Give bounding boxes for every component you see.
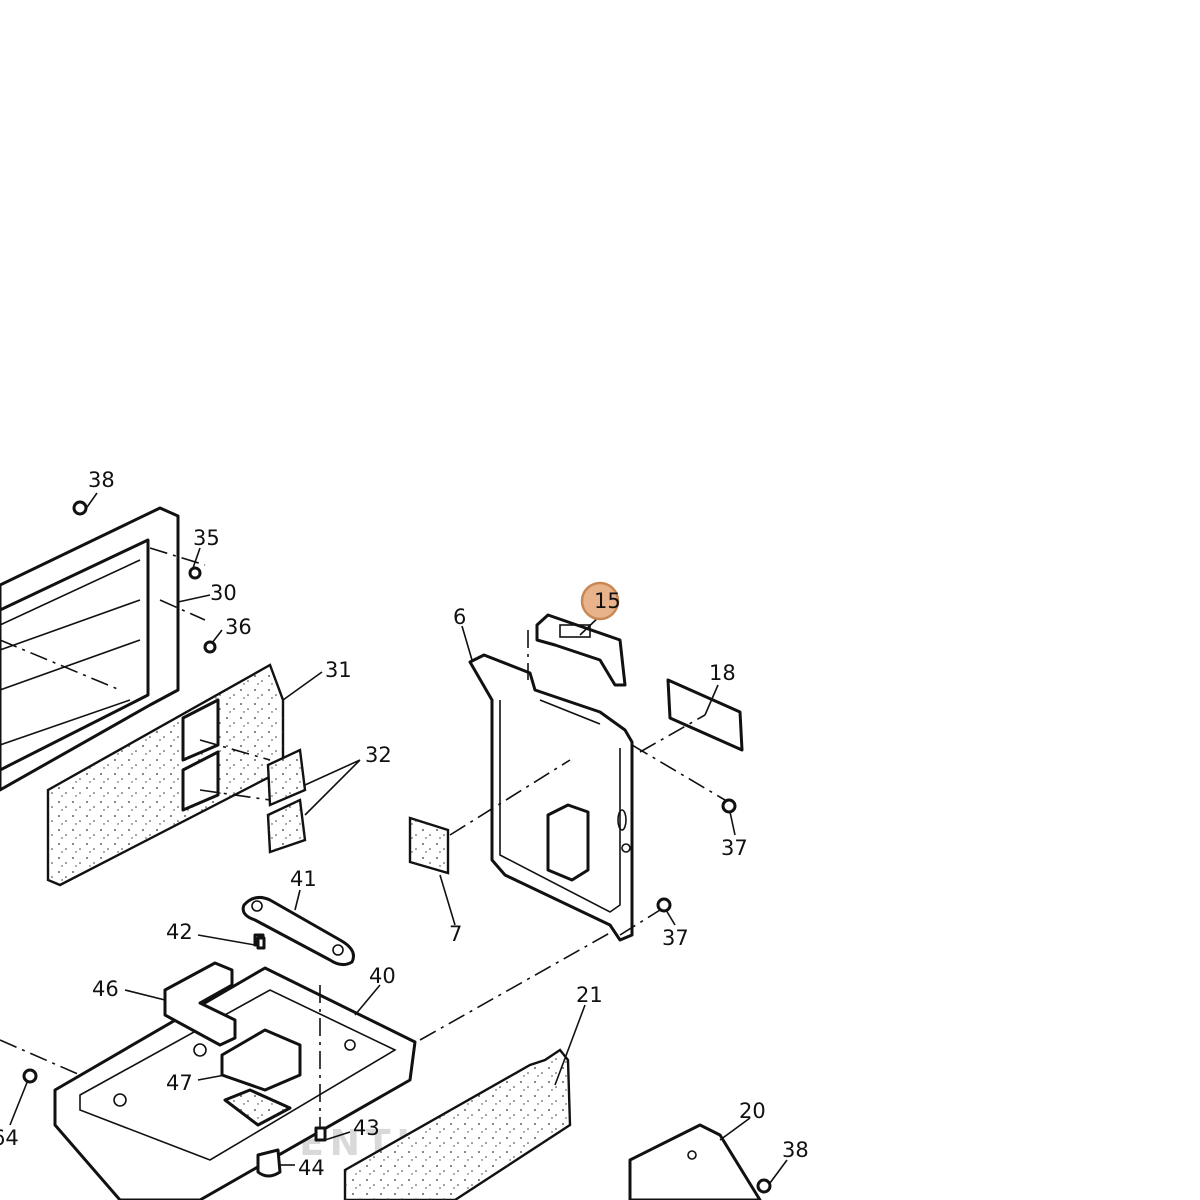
label-6: 6 — [453, 605, 466, 629]
part-18-label — [639, 678, 744, 753]
label-37-right: 37 — [721, 836, 748, 860]
part-15-bracket — [527, 613, 627, 687]
label-21: 21 — [576, 983, 603, 1007]
label-7: 7 — [449, 922, 462, 946]
small-hardware — [22, 500, 327, 1178]
label-47: 47 — [166, 1071, 193, 1095]
label-42: 42 — [166, 920, 193, 944]
label-37-lower: 37 — [662, 926, 689, 950]
part-21-foam-side — [343, 1048, 572, 1200]
label-38-bottom: 38 — [782, 1138, 809, 1162]
part-30-frame — [0, 506, 206, 792]
part-7-foam-square — [408, 816, 450, 875]
part-32-foam-pads — [266, 748, 307, 854]
label-20: 20 — [739, 1099, 766, 1123]
label-41: 41 — [290, 867, 317, 891]
part-6-side-panel — [449, 653, 634, 942]
label-15: 15 — [594, 589, 621, 613]
label-38-top: 38 — [88, 468, 115, 492]
part-41-bracket-bar — [241, 895, 355, 967]
label-32: 32 — [365, 743, 392, 767]
label-35: 35 — [193, 526, 220, 550]
part-46-47-brackets — [163, 961, 302, 1092]
label-43: 43 — [353, 1116, 380, 1140]
label-30: 30 — [210, 581, 237, 605]
label-31: 31 — [325, 658, 352, 682]
leader-lines — [9, 492, 788, 1184]
callout-labels: 38 35 30 36 31 32 6 15 18 37 37 7 41 42 … — [0, 468, 809, 1180]
label-40: 40 — [369, 964, 396, 988]
highlight-marker-15[interactable] — [580, 581, 620, 621]
part-40-base-frame — [0, 929, 616, 1200]
part-37-bolts — [619, 744, 737, 936]
label-36: 36 — [225, 615, 252, 639]
label-18: 18 — [709, 661, 736, 685]
part-20-side-cover — [628, 1123, 772, 1200]
label-46: 46 — [92, 977, 119, 1001]
label-64: 64 — [0, 1126, 19, 1150]
label-44: 44 — [298, 1156, 325, 1180]
